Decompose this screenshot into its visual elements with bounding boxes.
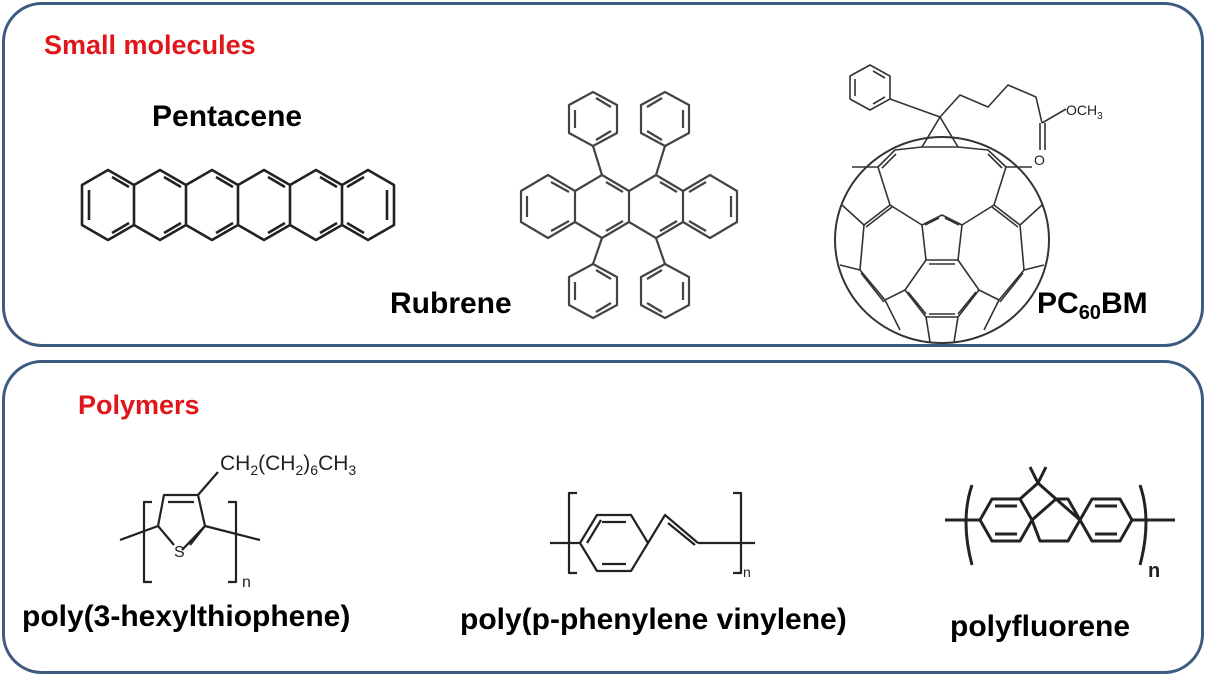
pentacene-name: Pentacene [152,100,303,133]
rubrene-name: Rubrene [390,287,512,320]
p3ht-sulfur: S [174,544,185,561]
pf-name: polyfluorene [950,610,1131,643]
pcbm-structure: OCH3 O [834,64,1103,344]
polymers-title: Polymers [78,390,200,420]
pf-repeat-n: n [1148,560,1160,582]
p3ht-name: poly(3-hexylthiophene) [22,600,351,633]
pcbm-name: PC60BM [1037,287,1148,324]
ppv-repeat-n: n [743,564,751,580]
pcbm-ester-label: OCH3 [1066,102,1103,122]
p3ht-repeat-n: n [242,574,251,591]
ppv-name: poly(p-phenylene vinylene) [460,603,847,636]
ppv-structure: n [550,491,755,580]
pentacene-structure [80,168,396,242]
rubrene-structure [519,90,739,320]
polyfluorene-structure: n [945,466,1175,582]
small-molecules-title: Small molecules [44,30,256,60]
pcbm-carbonyl-o: O [1034,152,1045,168]
p3ht-side-chain: CH2(CH2)6CH3 [220,452,356,478]
p3ht-structure: S n CH2(CH2)6CH3 [119,452,356,591]
